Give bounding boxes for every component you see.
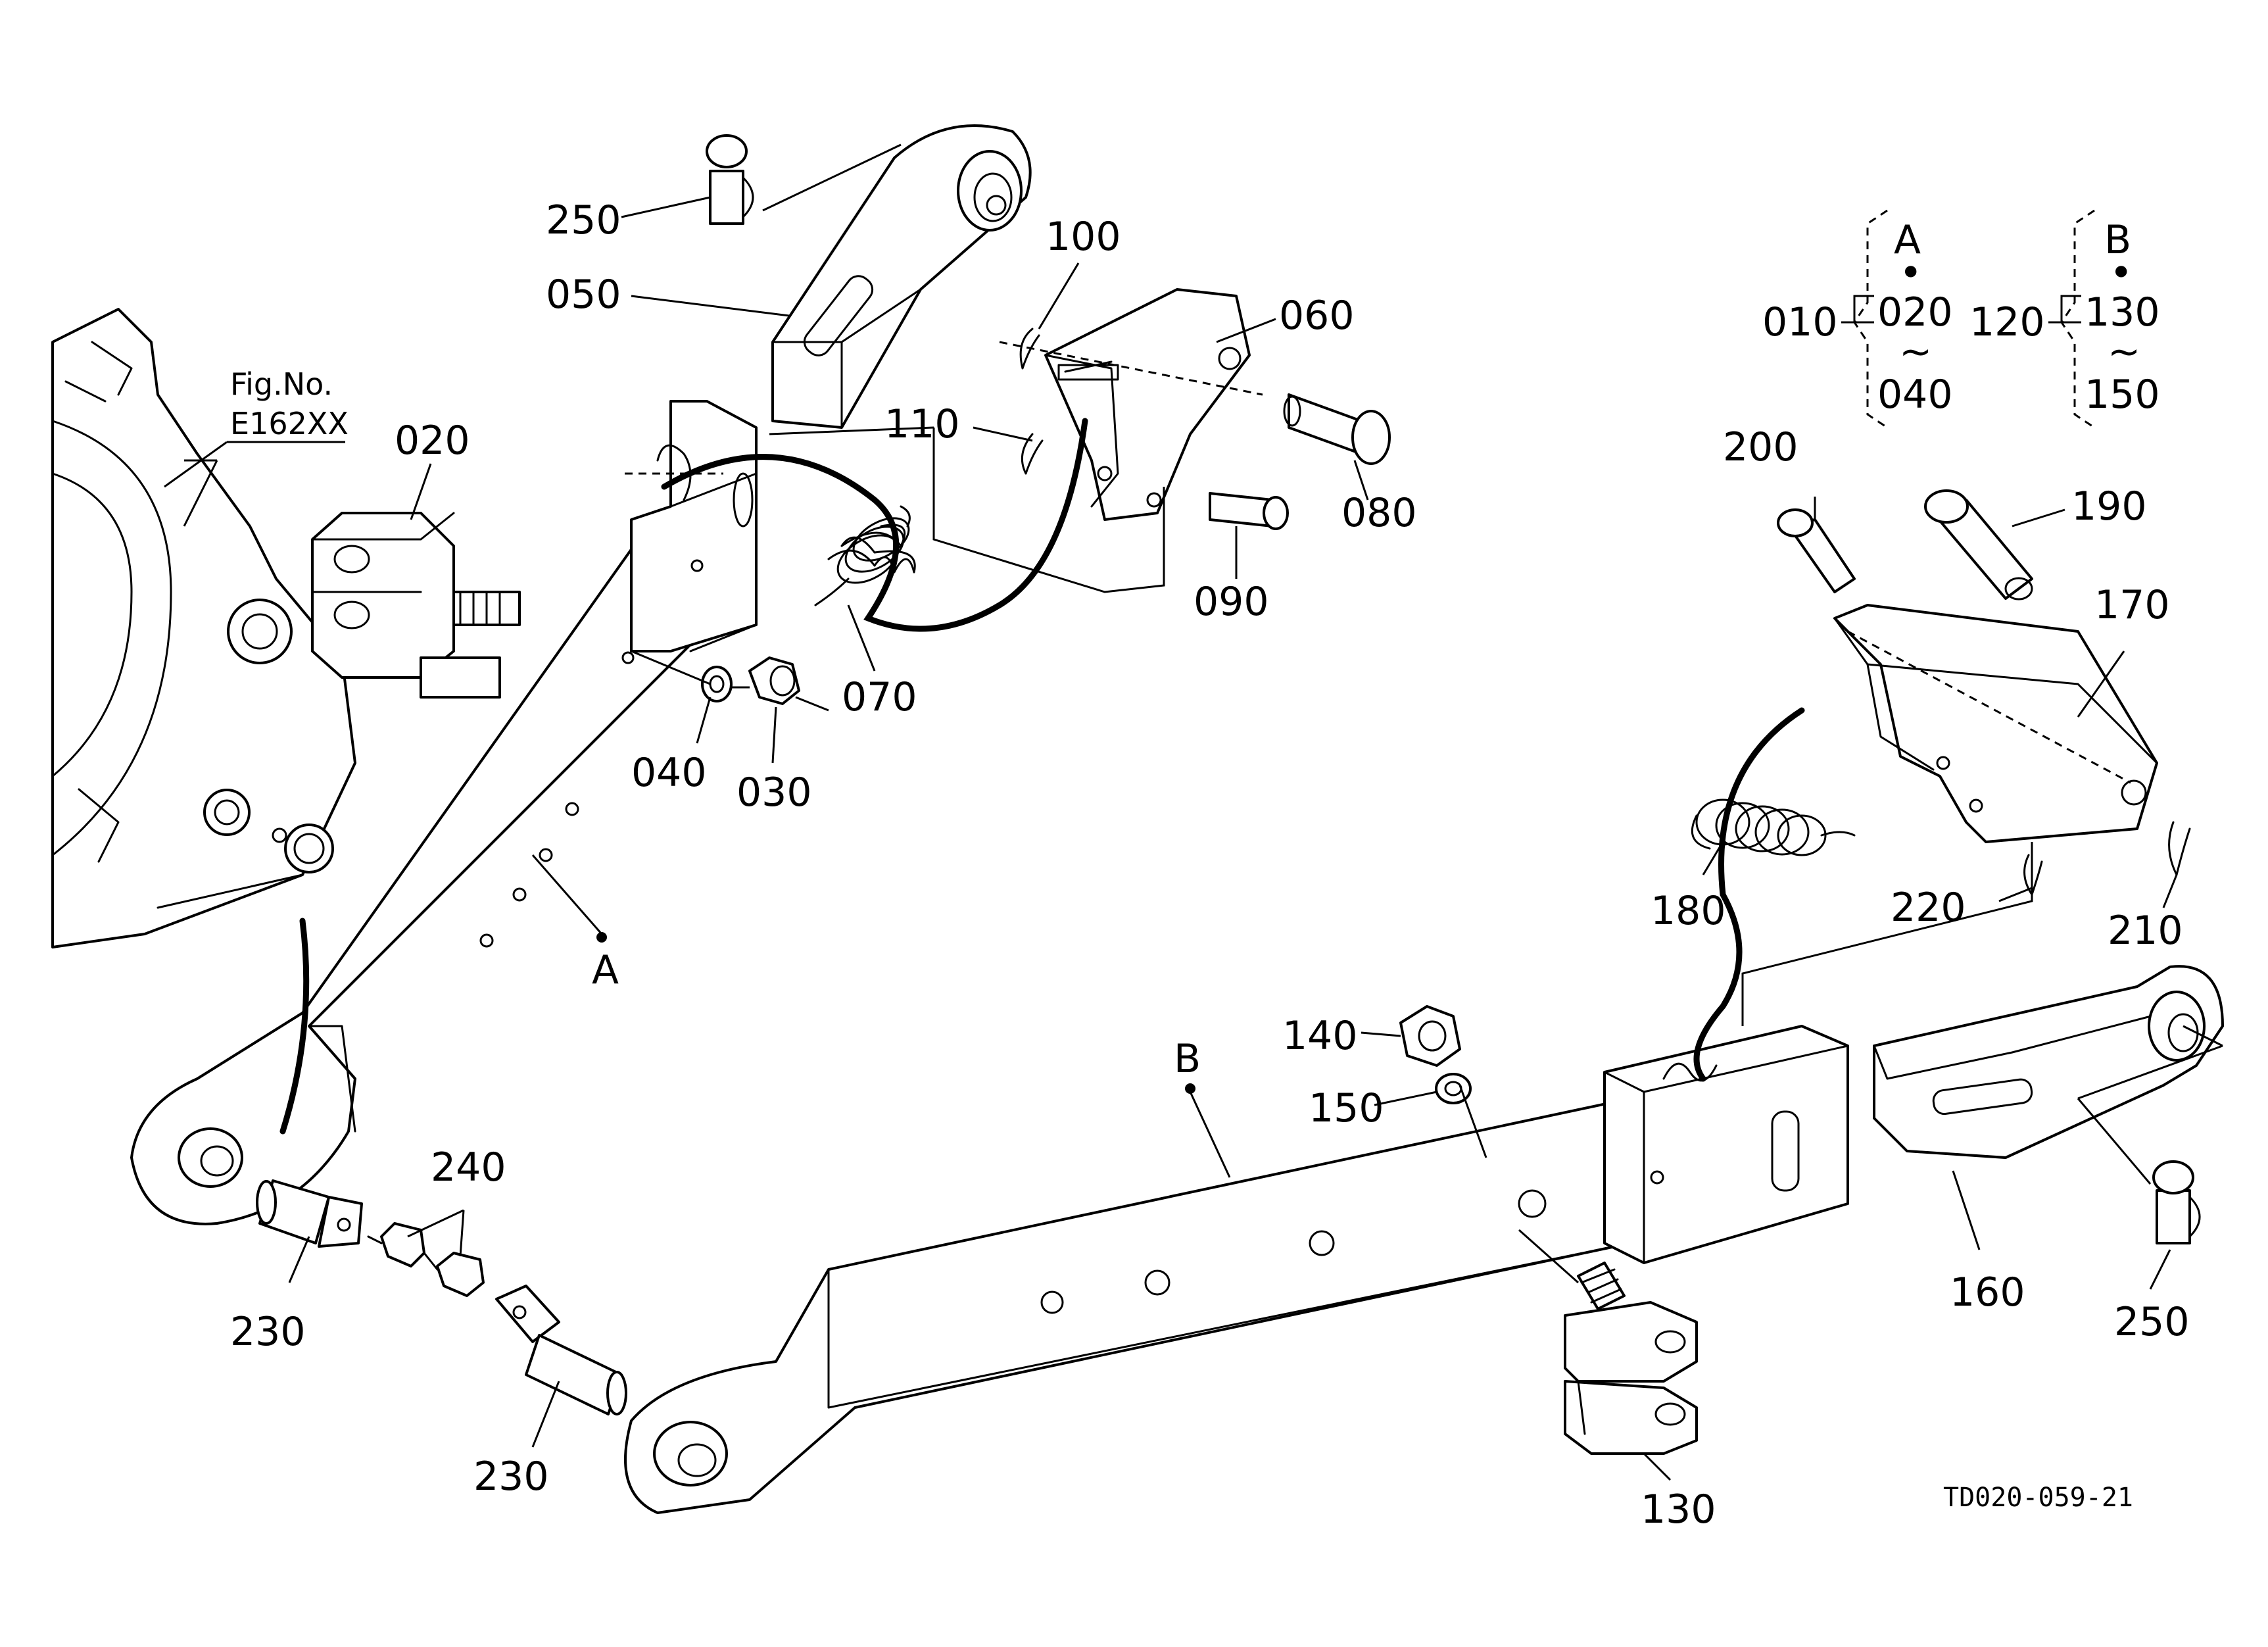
callout-230-right: 230 xyxy=(473,1454,549,1500)
clip-100 xyxy=(1019,328,1040,370)
key-group-b: B xyxy=(2104,217,2131,263)
link-b-marker xyxy=(1185,1083,1231,1178)
assembly-key-a: 010 A • 020 ~ 040 xyxy=(1762,209,1953,429)
callout-a: A xyxy=(592,947,619,993)
callout-090: 090 xyxy=(1194,579,1269,625)
guide-line xyxy=(1518,1229,1579,1284)
clip-220 xyxy=(2023,854,2043,896)
assembly-arrow-a-top xyxy=(661,418,1088,632)
rear-housing xyxy=(51,308,356,948)
callout-020: 020 xyxy=(395,418,470,464)
pin-090 xyxy=(1209,492,1289,530)
callout-200: 200 xyxy=(1723,424,1798,470)
washer-040 xyxy=(701,666,733,702)
lower-link-b xyxy=(624,1025,1849,1514)
callout-130: 130 xyxy=(1641,1487,1716,1533)
callout-070: 070 xyxy=(842,674,917,720)
callout-040: 040 xyxy=(631,750,707,796)
key-group-a: A xyxy=(1894,217,1921,263)
spring-180 xyxy=(1691,799,1856,856)
callout-250-right: 250 xyxy=(2114,1299,2190,1345)
link-a-marker xyxy=(531,854,607,943)
fig-ref-number: E162XX xyxy=(230,406,349,441)
key-parent-010: 010 xyxy=(1762,299,1838,345)
callout-250: 250 xyxy=(546,197,621,243)
guide-line xyxy=(2077,1098,2152,1185)
callout-050: 050 xyxy=(546,272,621,318)
pin-080 xyxy=(1283,393,1391,465)
callout-100: 100 xyxy=(1046,214,1121,260)
guide-line xyxy=(1459,1085,1487,1158)
callout-150: 150 xyxy=(1309,1085,1384,1131)
key-to-b: 150 xyxy=(2085,372,2160,418)
callout-170: 170 xyxy=(2094,582,2170,628)
bracket-160 xyxy=(1873,965,2224,1159)
upper-bracket-050 xyxy=(771,124,1032,429)
callout-030: 030 xyxy=(736,770,812,816)
guide-line xyxy=(762,143,902,212)
key-bullet-b: • xyxy=(2110,250,2133,296)
fig-ref-leader xyxy=(164,441,228,488)
leader-lines xyxy=(183,196,2178,1481)
key-range-b: ~ xyxy=(2108,329,2140,375)
nut-240 xyxy=(367,1222,485,1297)
pin-250-left xyxy=(706,134,754,225)
guide-line xyxy=(2183,1025,2223,1047)
assembly-arrow-a-bottom xyxy=(279,918,310,1135)
callout-190: 190 xyxy=(2071,483,2147,529)
spring-070 xyxy=(814,505,916,606)
turnbuckle-230-right xyxy=(495,1285,627,1415)
clip-210 xyxy=(2168,821,2191,876)
callout-140: 140 xyxy=(1282,1013,1358,1059)
assembly-arrow-b xyxy=(1693,707,1805,1082)
nut-140 xyxy=(1399,1005,1461,1067)
key-from-a: 020 xyxy=(1877,289,1953,335)
pin-250-right xyxy=(2152,1160,2201,1244)
bracket-060 xyxy=(1044,288,1251,521)
pin-190 xyxy=(1924,489,2033,601)
guide-line xyxy=(769,426,934,435)
drawing-code: TD020-059-21 xyxy=(1943,1483,2133,1513)
clip-110 xyxy=(1021,433,1044,475)
callout-080: 080 xyxy=(1341,490,1417,536)
guide-line xyxy=(795,696,829,712)
guide-line xyxy=(1847,630,2131,784)
pin-200 xyxy=(1777,508,1856,593)
bracket-170 xyxy=(1833,604,2158,843)
guide-line xyxy=(1741,842,2033,1026)
callout-110: 110 xyxy=(884,401,960,447)
key-parent-120: 120 xyxy=(1969,299,2045,345)
turnbuckle-230-left xyxy=(256,1179,363,1248)
yoke-130 xyxy=(1564,1262,1698,1455)
nut-030 xyxy=(748,656,800,705)
guide-line xyxy=(631,650,711,685)
guide-line xyxy=(999,341,1263,396)
assembly-key-b: 120 B • 130 ~ 150 xyxy=(1969,209,2160,429)
guide-line xyxy=(932,428,1165,593)
key-from-b: 130 xyxy=(2085,289,2160,335)
callout-060: 060 xyxy=(1279,293,1355,339)
fig-ref-label: Fig.No. xyxy=(230,366,333,402)
key-range-a: ~ xyxy=(1899,329,1932,375)
callout-240: 240 xyxy=(431,1144,506,1191)
callout-230-left: 230 xyxy=(230,1309,306,1355)
callout-220: 220 xyxy=(1891,885,1966,931)
key-bullet-a: • xyxy=(1899,250,1922,296)
callout-210: 210 xyxy=(2108,908,2183,954)
callout-180: 180 xyxy=(1651,888,1726,934)
callout-160: 160 xyxy=(1950,1269,2025,1315)
yoke-020 xyxy=(311,512,521,699)
callout-b: B xyxy=(1174,1036,1201,1082)
key-to-a: 040 xyxy=(1877,372,1953,418)
washer-150 xyxy=(1435,1073,1472,1104)
guide-line xyxy=(2077,1045,2223,1100)
